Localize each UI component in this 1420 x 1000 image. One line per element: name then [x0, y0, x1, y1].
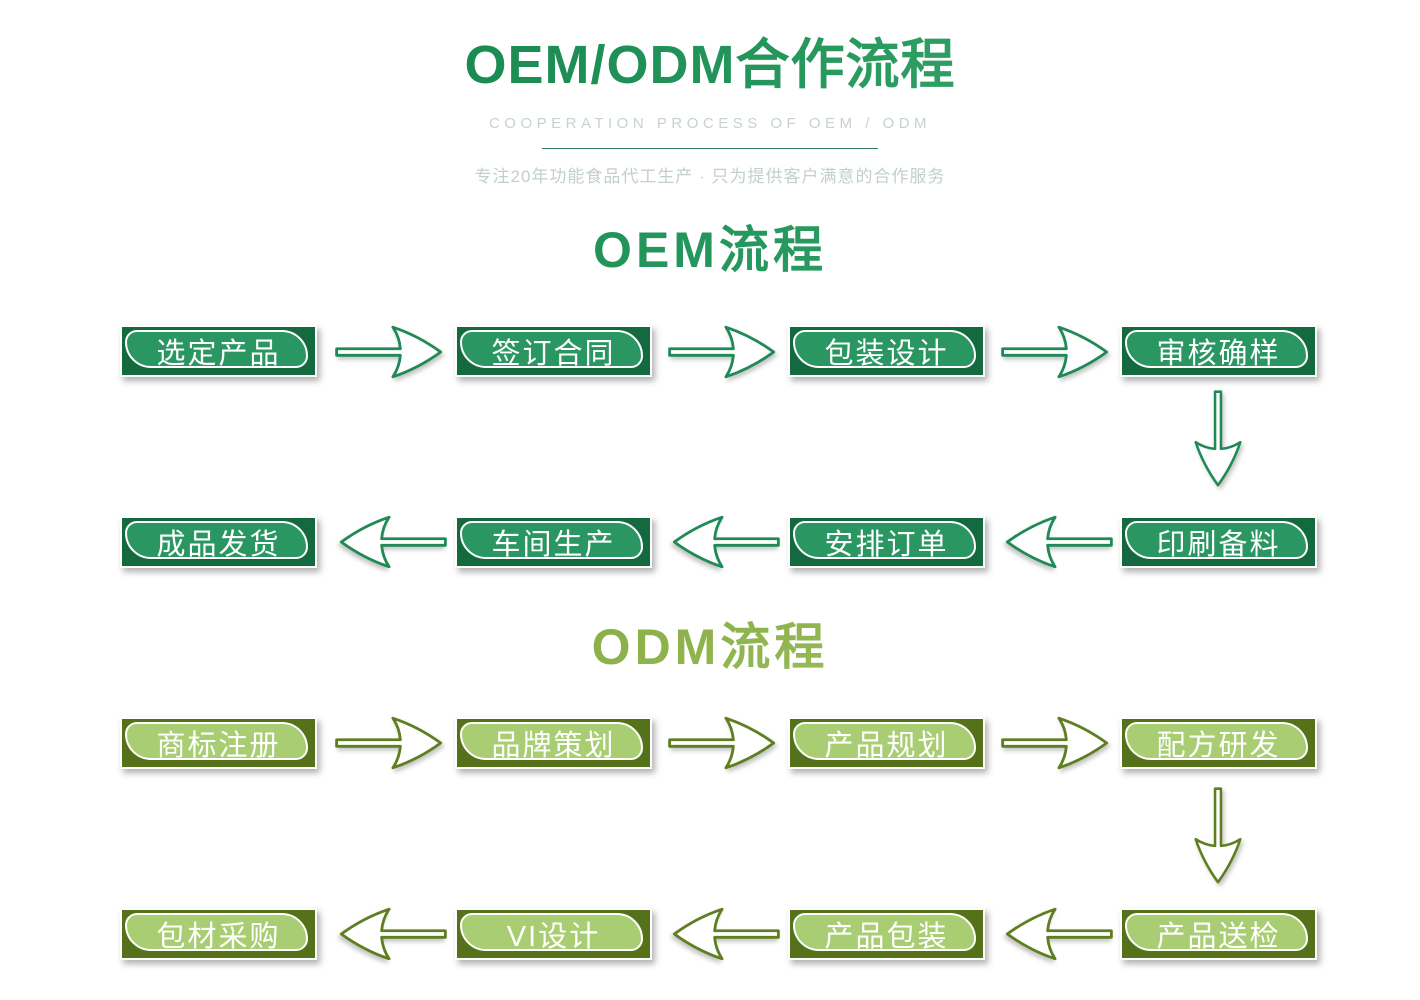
arrow-left-icon — [334, 904, 448, 964]
step-label: 产品规划 — [824, 730, 949, 762]
arrow-right-icon — [667, 713, 781, 773]
step-label: 审核确样 — [1156, 338, 1281, 370]
oem-step-print-materials: 印刷备料 — [1120, 516, 1317, 568]
step-label: 产品送检 — [1156, 921, 1281, 953]
arrow-right-icon — [1000, 713, 1114, 773]
arrow-down-icon — [1191, 787, 1245, 888]
step-label: 品牌策划 — [491, 730, 616, 762]
step-label: 选定产品 — [156, 338, 281, 370]
arrow-left-icon — [1000, 904, 1114, 964]
step-label: 包装设计 — [824, 338, 949, 370]
odm-step-vi-design: VI设计 — [455, 908, 652, 960]
arrow-right-icon — [1000, 322, 1114, 382]
oem-step-workshop-production: 车间生产 — [455, 516, 652, 568]
odm-step-product-packaging: 产品包装 — [788, 908, 985, 960]
arrow-right-icon — [334, 322, 448, 382]
arrow-left-icon — [1000, 512, 1114, 572]
page-subtitle: COOPERATION PROCESS OF OEM / ODM — [488, 115, 932, 132]
oem-step-sign-contract: 签订合同 — [455, 325, 652, 377]
oem-section-heading: OEM流程 — [0, 218, 1420, 282]
step-label: VI设计 — [506, 921, 601, 953]
odm-step-product-inspection: 产品送检 — [1120, 908, 1317, 960]
step-label: 印刷备料 — [1156, 529, 1281, 561]
arrow-left-icon — [667, 904, 781, 964]
oem-step-arrange-order: 安排订单 — [788, 516, 985, 568]
oem-step-ship-finished-goods: 成品发货 — [120, 516, 317, 568]
odm-section-heading: ODM流程 — [0, 615, 1420, 679]
step-label: 签订合同 — [491, 338, 616, 370]
odm-step-trademark-registration: 商标注册 — [120, 717, 317, 769]
arrow-left-icon — [334, 512, 448, 572]
step-label: 车间生产 — [491, 529, 616, 561]
step-label: 安排订单 — [824, 529, 949, 561]
arrow-left-icon — [667, 512, 781, 572]
odm-step-product-planning: 产品规划 — [788, 717, 985, 769]
oem-step-package-design: 包装设计 — [788, 325, 985, 377]
step-label: 配方研发 — [1156, 730, 1281, 762]
arrow-right-icon — [334, 713, 448, 773]
step-label: 商标注册 — [156, 730, 281, 762]
step-label: 包材采购 — [156, 921, 281, 953]
odm-step-packaging-procurement: 包材采购 — [120, 908, 317, 960]
arrow-down-icon — [1191, 390, 1245, 491]
page-title: OEM/ODM合作流程 — [0, 30, 1420, 100]
odm-step-brand-planning: 品牌策划 — [455, 717, 652, 769]
step-label: 成品发货 — [156, 529, 281, 561]
oem-step-select-product: 选定产品 — [120, 325, 317, 377]
arrow-right-icon — [667, 322, 781, 382]
divider-line — [542, 148, 878, 149]
step-label: 产品包装 — [824, 921, 949, 953]
oem-step-sample-approval: 审核确样 — [1120, 325, 1317, 377]
tagline: 专注20年功能食品代工生产 · 只为提供客户满意的合作服务 — [474, 167, 946, 186]
odm-step-formula-rnd: 配方研发 — [1120, 717, 1317, 769]
